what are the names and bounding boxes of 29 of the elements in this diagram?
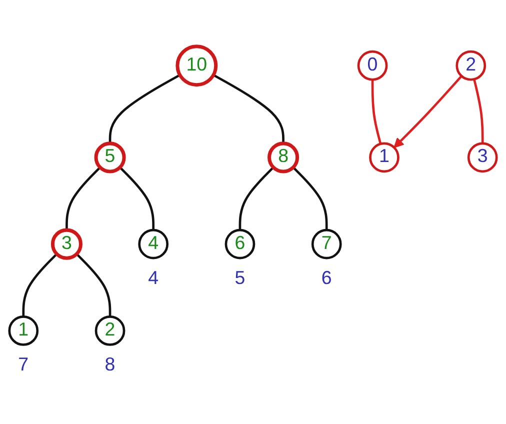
connector (473, 78, 484, 144)
index-number: 5 (234, 266, 246, 288)
connector (108, 74, 180, 144)
node-circle: 7 (311, 228, 342, 260)
node-circle: 3 (467, 142, 498, 173)
node-circle: 2 (94, 316, 126, 346)
node-circle: 3 (50, 228, 82, 260)
arrow (394, 75, 462, 148)
index-number: 6 (321, 266, 332, 288)
node-circle: 8 (268, 142, 300, 174)
node-circle: 1 (369, 142, 400, 173)
node-circle: 2 (456, 50, 486, 81)
node-circle: 6 (224, 228, 256, 260)
index-number: 8 (104, 354, 116, 375)
connector (119, 166, 155, 230)
node-circle: 10 (176, 44, 218, 87)
connector (212, 74, 284, 144)
node-circle: 0 (357, 50, 388, 81)
node-circle: 4 (138, 228, 169, 260)
connector (76, 253, 112, 317)
connector (371, 80, 382, 144)
index-number: 4 (148, 266, 159, 288)
connector (22, 253, 58, 317)
connector (66, 166, 101, 230)
connector (292, 166, 328, 230)
index-number: 7 (18, 354, 29, 375)
node-circle: 1 (8, 316, 39, 346)
connector (238, 166, 274, 230)
node-circle: 5 (94, 142, 126, 174)
